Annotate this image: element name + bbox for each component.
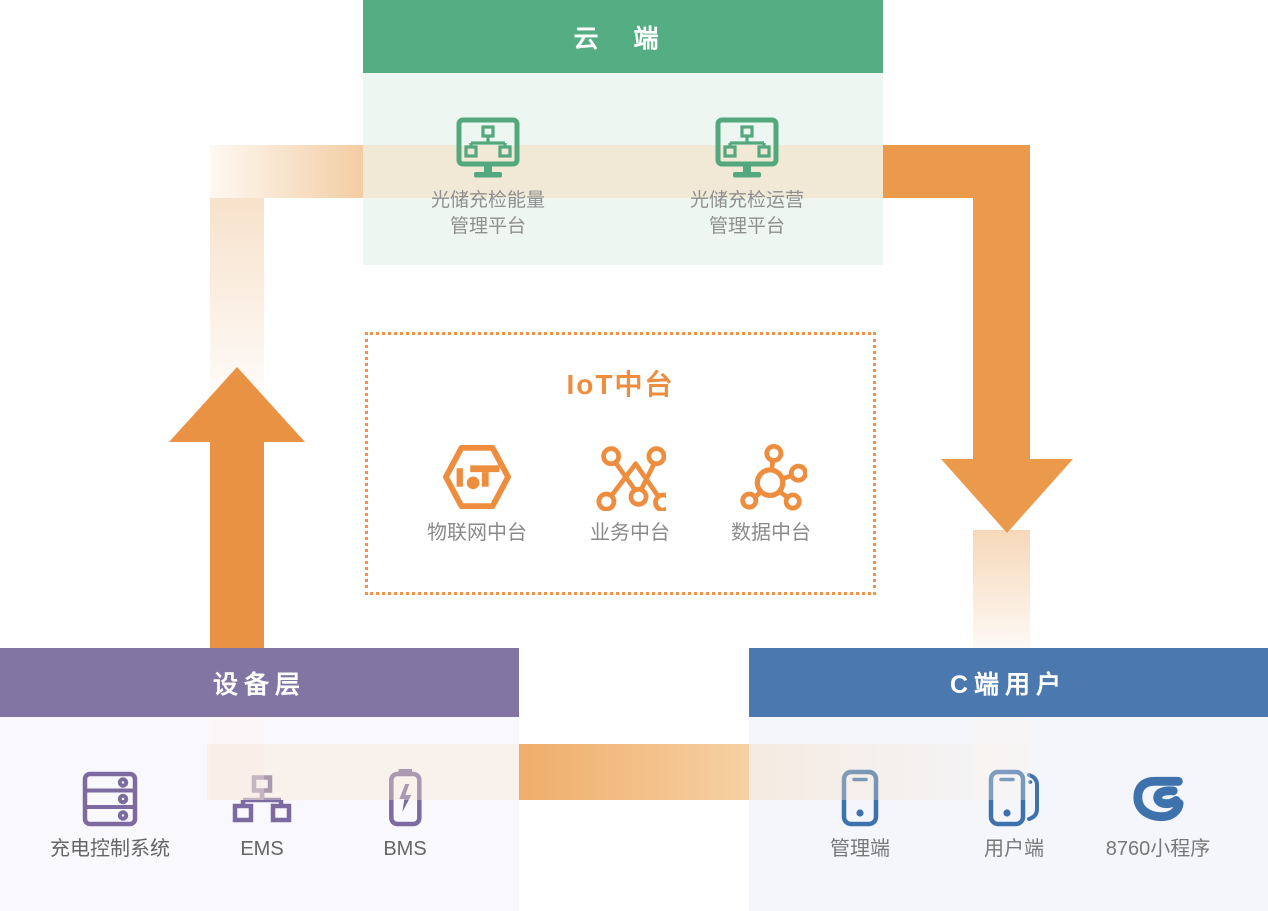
up-arrow-head <box>169 367 305 442</box>
iot-middle-platform-box: IoT中台 物联网中台 <box>365 332 876 595</box>
bms-battery-icon <box>387 763 423 827</box>
cloud-item-energy-platform: 光储充检能量 管理平台 <box>431 115 545 239</box>
ems-topology-icon <box>232 763 292 827</box>
device-item-bms: BMS <box>383 763 427 863</box>
device-layer-header: 设备层 <box>0 648 519 717</box>
cloud-item-label: 光储充检能量 管理平台 <box>430 190 546 237</box>
down-arrow-shaft <box>973 145 1030 460</box>
up-arrow-shaft <box>210 441 264 648</box>
business-network-icon <box>594 446 666 511</box>
cloud-item-label: 光储充检运营 管理平台 <box>689 190 805 237</box>
iot-hexagon-icon <box>441 444 513 511</box>
cuser-section-title: C端用户 <box>949 670 1068 699</box>
flow-trail-bottom-gap <box>519 744 749 800</box>
device-item-label: 充电控制系统 <box>50 838 170 860</box>
flow-trail-bottom-over-cuser-panel <box>749 744 1044 800</box>
data-network-icon <box>735 443 807 511</box>
flow-trail-below-right-arrow <box>973 530 1030 648</box>
iot-item-business-platform: 业务中台 <box>590 446 670 547</box>
cuser-item-miniapp: 8760小程序 <box>1105 763 1211 863</box>
flow-trail-bottom-over-device-panel <box>207 744 519 800</box>
iot-item-data-platform: 数据中台 <box>731 443 811 547</box>
device-layer-title: 设备层 <box>212 670 306 699</box>
device-layer-panel: 充电控制系统 EMS <box>0 717 519 911</box>
cuser-item-label: 8760小程序 <box>1105 838 1211 860</box>
device-item-charging-control: 充电控制系统 <box>50 763 170 863</box>
cloud-section-header: 云 端 <box>363 0 883 73</box>
device-item-label: BMS <box>383 838 427 860</box>
device-item-ems: EMS <box>232 763 292 863</box>
cuser-section-header: C端用户 <box>749 648 1268 717</box>
iot-item-iot-platform: 物联网中台 <box>427 444 527 547</box>
device-item-label: EMS <box>240 838 284 860</box>
cloud-item-operation-platform: 光储充检运营 管理平台 <box>690 115 804 239</box>
iot-item-label: 数据中台 <box>731 522 811 544</box>
monitor-network-icon <box>715 115 779 179</box>
cloud-panel: 光储充检能量 管理平台 光储充检运营 管理平台 <box>363 73 883 265</box>
miniapp-logo-icon <box>1130 763 1186 827</box>
flow-trail-through-cloud-panel <box>363 145 883 198</box>
server-rack-icon <box>81 763 139 827</box>
down-arrow-head <box>941 459 1073 533</box>
cloud-section-title: 云 端 <box>573 24 673 53</box>
cuser-item-label: 用户端 <box>984 838 1044 860</box>
monitor-network-icon <box>456 115 520 179</box>
iot-box-title: IoT中台 <box>566 369 675 400</box>
iot-item-label: 业务中台 <box>590 522 670 544</box>
cuser-item-label: 管理端 <box>830 838 890 860</box>
flow-trail-top-left-corner <box>210 145 363 198</box>
iot-item-label: 物联网中台 <box>427 522 527 544</box>
